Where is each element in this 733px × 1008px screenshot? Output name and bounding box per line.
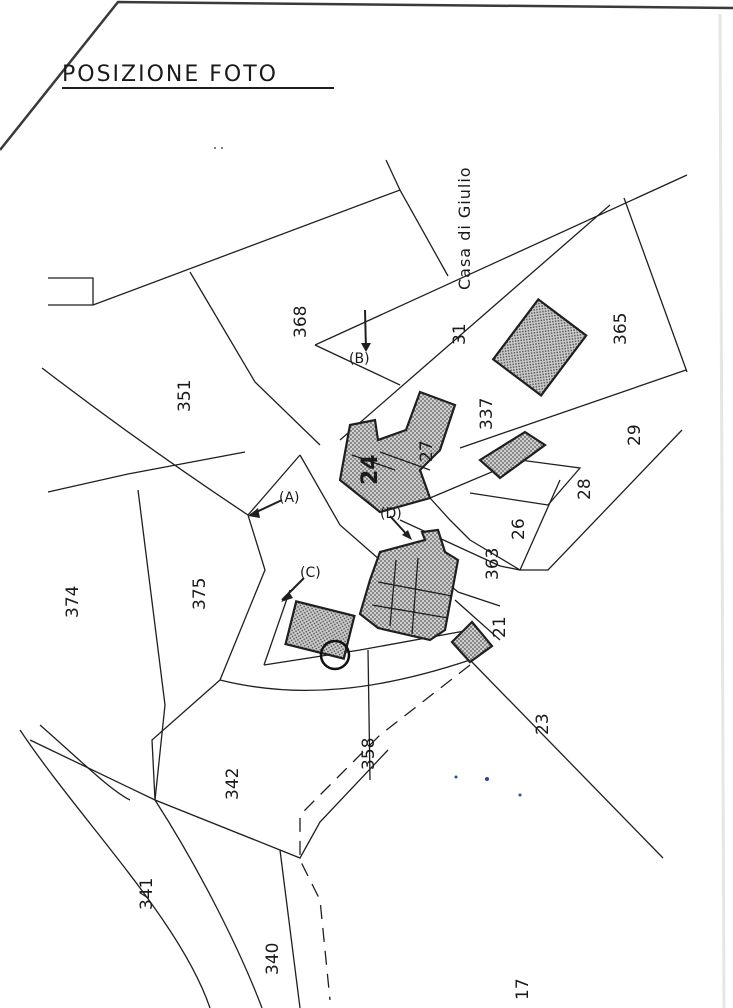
building-358 [284,600,356,660]
photo-arrows [248,309,412,602]
parcel-label: 341 [137,878,157,910]
parcel-label: 365 [611,313,631,345]
building-21 [450,620,494,664]
parcel-label: 21 [490,616,510,638]
scan-specks [214,147,522,797]
photo-label-d: (D) [380,506,402,522]
parcel-label: 351 [175,380,195,412]
parcel-label: 375 [190,578,210,610]
photo-label-c: (C) [300,565,321,581]
building-337 [478,430,547,480]
photo-label-a: (A) [279,490,300,506]
parcel-label: 27 [417,440,437,462]
building-divisions [351,451,453,635]
parcel-labels: 368 351 374 375 342 341 340 17 365 31 33… [63,306,645,1000]
building-363 [358,528,460,642]
place-label: Casa di Giulio [455,166,474,290]
parcel-label: 363 [483,548,503,580]
parcel-label: 374 [63,586,83,618]
photo-label-b: (B) [349,351,370,367]
page-edge [0,0,733,151]
parcel-label: 31 [450,323,470,345]
map-title: POSIZIONE FOTO [62,62,278,87]
parcel-label: 23 [533,713,553,735]
photo-labels: (A) (B) (C) (D) [279,351,402,581]
parcel-boundaries [19,159,688,1008]
parcel-label: 26 [509,518,529,540]
page-shadow [718,13,726,1008]
parcel-label: 337 [477,398,497,430]
parcel-label: 358 [359,738,379,770]
highlight-circle [319,639,351,671]
parcel-label: 28 [575,478,595,500]
parcel-label: 29 [625,424,645,446]
building-365 [491,297,588,397]
parcel-label: 368 [291,306,311,338]
parcel-label: 17 [513,978,533,1000]
building-27 [338,390,457,514]
parcel-label: 342 [223,768,243,800]
dashed-track [299,664,471,1001]
parcel-label: 340 [263,943,283,975]
parcel-label: 24 [358,454,383,485]
buildings [284,297,588,664]
